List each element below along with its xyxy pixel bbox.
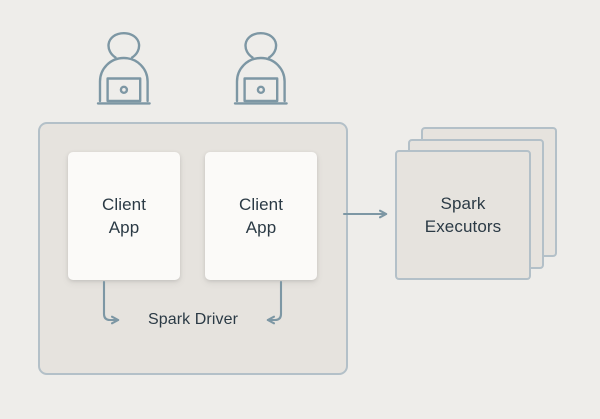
spark-executors-card[interactable]: Spark Executors [395,150,531,280]
spark-driver-label: Spark Driver [147,311,239,328]
client-app-label-line1: Client [238,195,284,214]
client-app-card[interactable]: Client App [205,152,317,280]
spark-executors-label-line1: Spark [440,194,486,213]
person-with-laptop-icon [230,31,292,111]
client-app-label-line2: App [108,218,140,237]
client-app-label-line2: App [245,218,277,237]
client-app-label-line1: Client [101,195,147,214]
client-app-card[interactable]: Client App [68,152,180,280]
spark-executors-label-line2: Executors [424,217,502,236]
person-with-laptop-icon [93,31,155,111]
